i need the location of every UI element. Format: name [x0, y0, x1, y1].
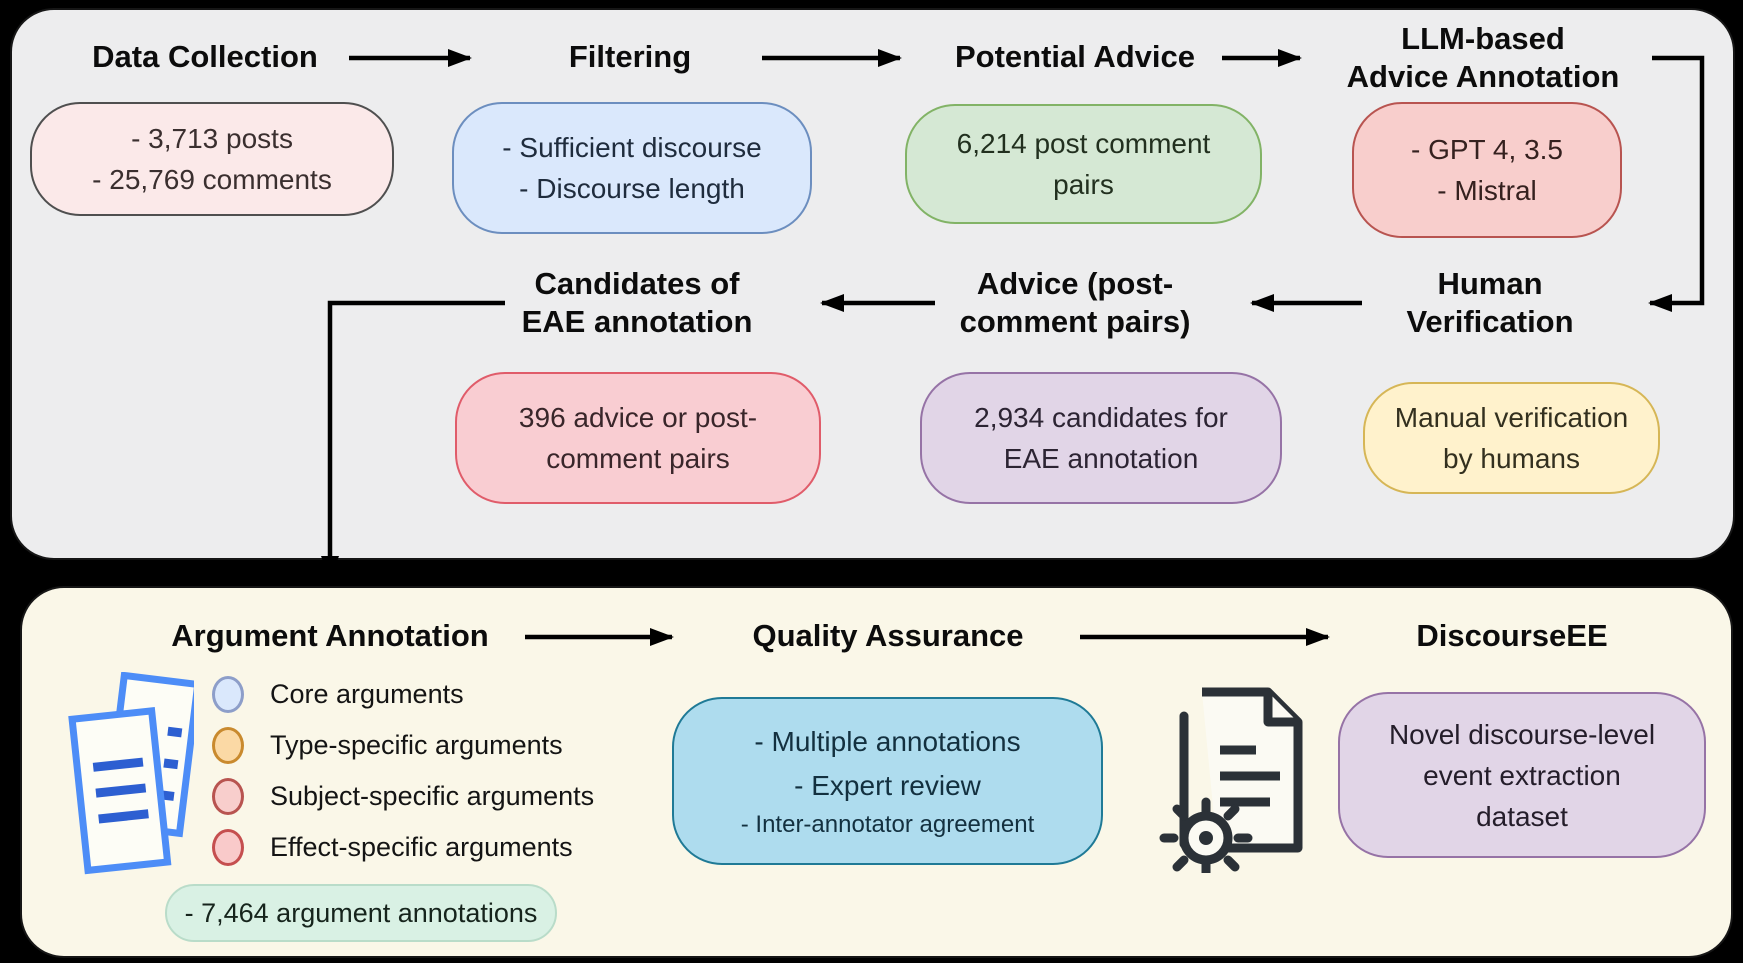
legend-effect-specific-arguments: Effect-specific arguments: [212, 829, 573, 866]
box-discoursee-dataset: Novel discourse-level event extraction d…: [1338, 692, 1706, 858]
heading-advice-pairs: Advice (post- comment pairs): [959, 266, 1191, 339]
heading-potential-advice: Potential Advice: [954, 39, 1196, 74]
box-manual-verification: Manual verification by humans: [1363, 382, 1660, 494]
document-gear-icon: [1159, 687, 1303, 873]
box-advice-pairs-count: 2,934 candidates for EAE annotation: [920, 372, 1282, 504]
type-specific-dot-icon: [212, 727, 244, 764]
heading-data-collection: Data Collection: [92, 39, 318, 74]
box-argument-annotations-count: - 7,464 argument annotations: [165, 884, 557, 942]
core-arguments-dot-icon: [212, 676, 244, 713]
legend-type-specific-arguments: Type-specific arguments: [212, 727, 563, 764]
gear-icon: [1159, 797, 1253, 873]
subject-specific-dot-icon: [212, 778, 244, 815]
documents-icon: [68, 672, 194, 875]
box-filtering-criteria: - Sufficient discourse - Discourse lengt…: [452, 102, 812, 234]
heading-human-verification: Human Verification: [1406, 266, 1574, 339]
heading-discoursee: DiscourseEE: [1416, 618, 1608, 653]
heading-argument-annotation: Argument Annotation: [171, 618, 489, 653]
box-quality-assurance: - Multiple annotations - Expert review -…: [672, 697, 1103, 865]
heading-llm-advice-annotation: LLM-based Advice Annotation: [1346, 21, 1620, 94]
heading-candidates-eae: Candidates of EAE annotation: [521, 266, 753, 339]
box-potential-advice-count: 6,214 post comment pairs: [905, 104, 1262, 224]
box-llm-models: - GPT 4, 3.5 - Mistral: [1352, 102, 1622, 238]
heading-filtering: Filtering: [568, 39, 692, 74]
legend-core-arguments: Core arguments: [212, 676, 464, 713]
box-candidates-count: 396 advice or post- comment pairs: [455, 372, 821, 504]
legend-subject-specific-arguments: Subject-specific arguments: [212, 778, 594, 815]
heading-quality-assurance: Quality Assurance: [752, 618, 1024, 653]
box-data-collection-stats: - 3,713 posts - 25,769 comments: [30, 102, 394, 216]
effect-specific-dot-icon: [212, 829, 244, 866]
